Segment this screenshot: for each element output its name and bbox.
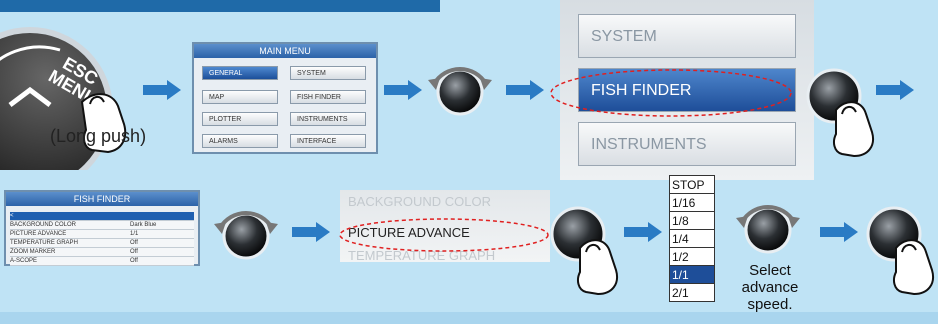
speed-option[interactable]: STOP	[669, 175, 715, 194]
footer-strip	[0, 312, 938, 324]
knob-press-icon	[550, 206, 618, 296]
caption-line: Select	[749, 262, 791, 279]
row-label: TEMPERATURE GRAPH	[10, 240, 78, 246]
row-value: Dark Blue	[130, 222, 157, 228]
row-value: Off	[130, 258, 138, 264]
menu-item-general[interactable]: GENERAL	[202, 66, 278, 80]
rotary-knob-icon	[214, 210, 278, 260]
ff-row-picture-advance[interactable]: PICTURE ADVANCE 1/1	[10, 230, 194, 239]
speed-option[interactable]: 1/2	[669, 247, 715, 266]
fish-finder-menu-title: FISH FINDER	[6, 192, 198, 206]
menu-item-interface[interactable]: INTERFACE	[290, 134, 366, 148]
arrow-icon	[143, 80, 181, 100]
row-value: 1/1	[130, 231, 139, 237]
zoom-item-system[interactable]: SYSTEM	[578, 14, 796, 58]
arrow-icon	[384, 80, 422, 100]
esc-menu-key-graphic: ESCMENU	[0, 27, 127, 170]
arrow-icon	[292, 222, 330, 242]
row-label: BACKGROUND COLOR	[10, 222, 77, 228]
zoom-list-background-color[interactable]: BACKGROUND COLOR	[348, 194, 492, 209]
back-row[interactable]: <	[10, 212, 194, 221]
long-push-caption: (Long push)	[50, 126, 147, 146]
zoom-item-fish-finder[interactable]: FISH FINDER	[578, 68, 796, 112]
selection-highlight-ellipse	[339, 218, 549, 252]
arrow-icon	[624, 222, 662, 242]
menu-item-instruments[interactable]: INSTRUMENTS	[290, 112, 366, 126]
row-label: A-SCOPE	[10, 258, 38, 264]
ff-row-zoom-marker[interactable]: ZOOM MARKER Off	[10, 248, 194, 257]
rotary-knob-icon	[736, 204, 800, 254]
selection-highlight-ellipse	[550, 69, 792, 117]
speed-option[interactable]: 1/4	[669, 229, 715, 248]
back-label: <	[10, 213, 14, 219]
ff-row-a-scope[interactable]: A-SCOPE Off	[10, 257, 194, 266]
menu-item-system[interactable]: SYSTEM	[290, 66, 366, 80]
main-menu-title: MAIN MENU	[194, 44, 376, 58]
arrow-icon	[876, 80, 914, 100]
menu-item-map[interactable]: MAP	[202, 90, 278, 104]
arrow-icon	[820, 222, 858, 242]
main-menu-panel: MAIN MENU GENERAL SYSTEM MAP FISH FINDER…	[192, 42, 378, 154]
menu-item-plotter[interactable]: PLOTTER	[202, 112, 278, 126]
zoom-item-instruments[interactable]: INSTRUMENTS	[578, 122, 796, 166]
zoom-list-picture-advance[interactable]: PICTURE ADVANCE	[348, 225, 470, 240]
speed-option[interactable]: 1/16	[669, 193, 715, 212]
row-value: Off	[130, 240, 138, 246]
select-advance-speed-caption: Select advance speed.	[728, 262, 812, 313]
speed-option[interactable]: 1/8	[669, 211, 715, 230]
arrow-icon	[506, 80, 544, 100]
row-value: Off	[130, 249, 138, 255]
ff-row-background-color[interactable]: BACKGROUND COLOR Dark Blue	[10, 221, 194, 230]
knob-press-icon	[806, 68, 874, 158]
menu-item-fish-finder[interactable]: FISH FINDER	[290, 90, 366, 104]
row-label: ZOOM MARKER	[10, 249, 56, 255]
knob-press-icon	[866, 206, 934, 296]
zoomed-main-menu: SYSTEM FISH FINDER INSTRUMENTS	[560, 0, 814, 180]
speed-option[interactable]: 2/1	[669, 283, 715, 302]
caption-line: speed.	[747, 296, 793, 313]
menu-item-alarms[interactable]: ALARMS	[202, 134, 278, 148]
caption-line: advance	[741, 279, 799, 296]
rotary-knob-icon	[428, 66, 492, 116]
row-label: PICTURE ADVANCE	[10, 231, 67, 237]
speed-option-selected[interactable]: 1/1	[669, 265, 715, 284]
advance-speed-list: STOP 1/16 1/8 1/4 1/2 1/1 2/1	[669, 175, 715, 302]
ff-row-temperature-graph[interactable]: TEMPERATURE GRAPH Off	[10, 239, 194, 248]
header-strip	[0, 0, 440, 12]
